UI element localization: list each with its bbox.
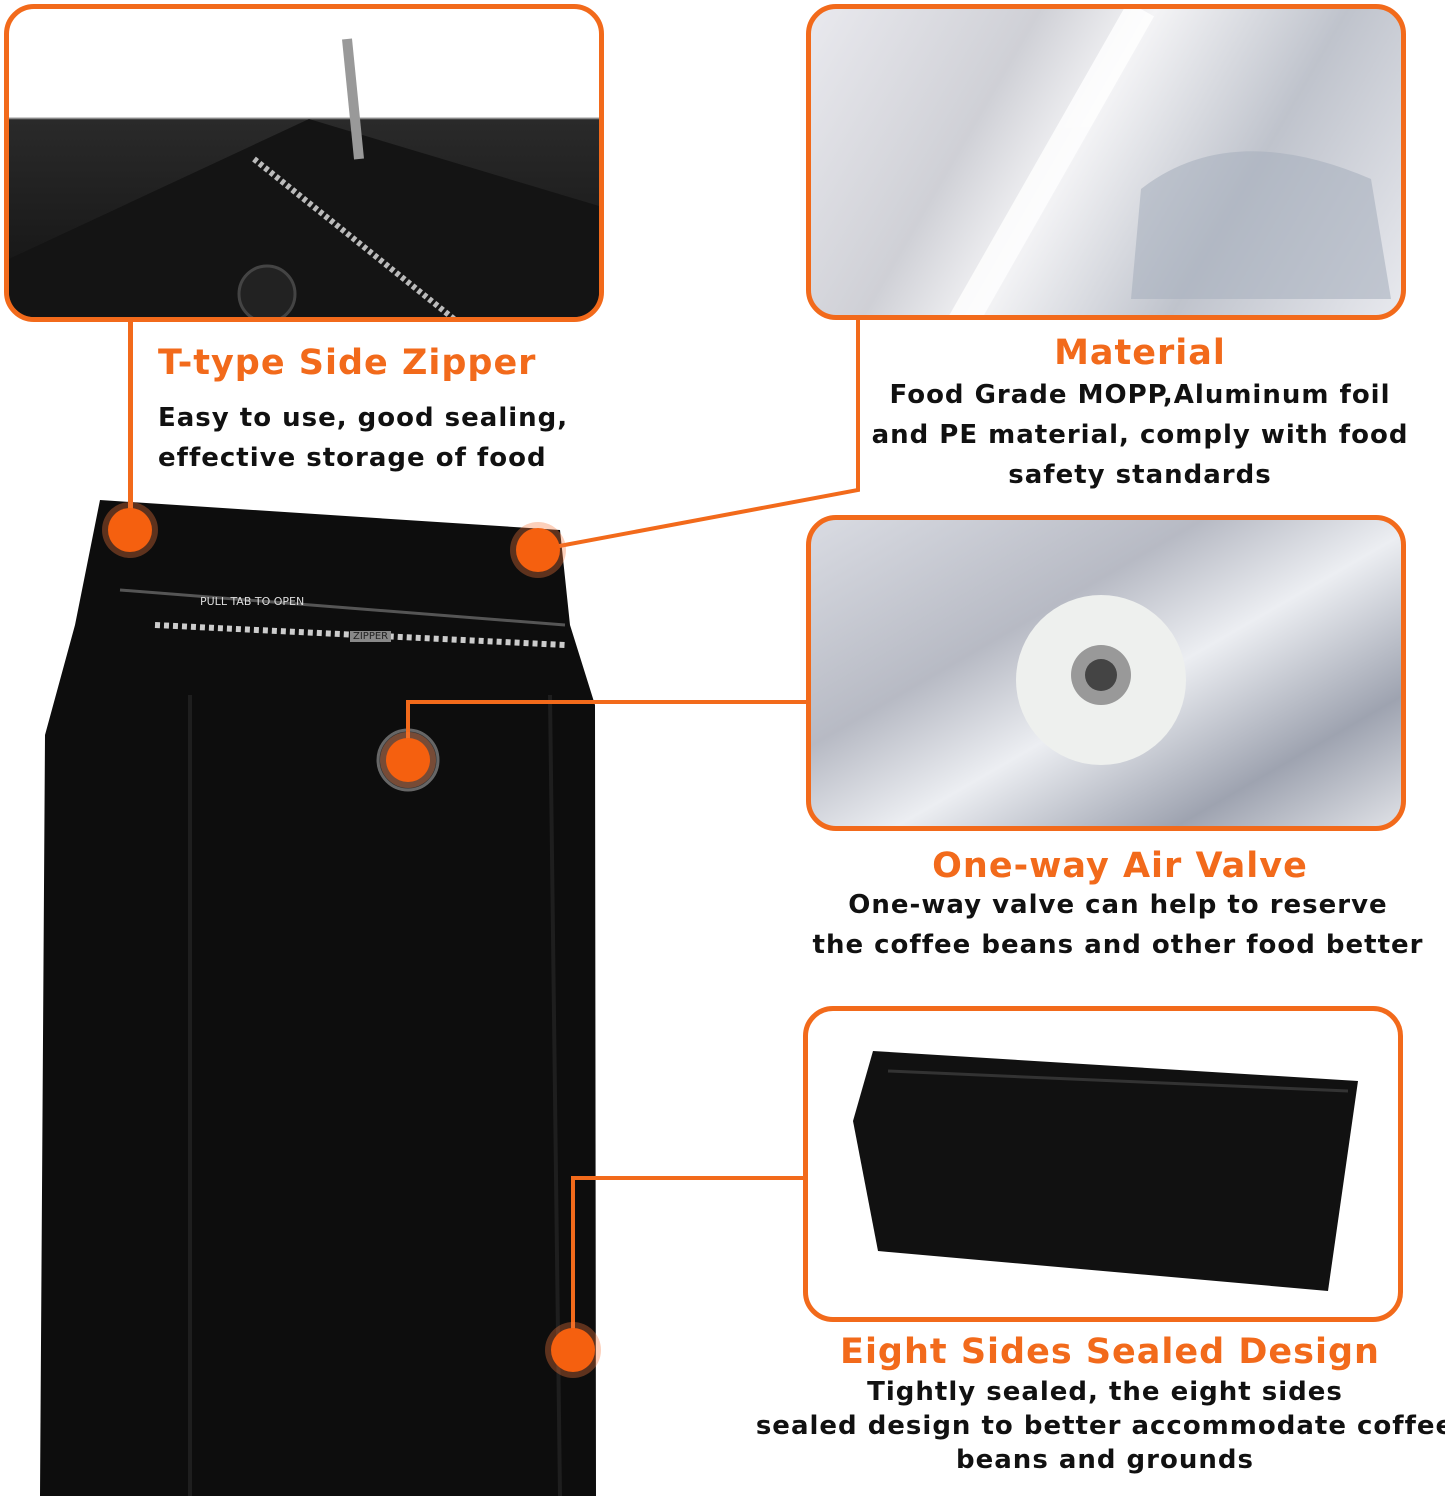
valve-closeup-image bbox=[1016, 595, 1186, 765]
desc-line: beans and grounds bbox=[956, 1445, 1254, 1475]
desc-line: Food Grade MOPP,Aluminum foil bbox=[889, 380, 1391, 410]
feature-description: One-way valve can help to reserve the co… bbox=[813, 885, 1424, 965]
zipper-closeup-image bbox=[9, 38, 599, 317]
desc-line: Tightly sealed, the eight sides bbox=[867, 1377, 1343, 1407]
valve-closeup-panel bbox=[806, 515, 1406, 831]
material-closeup-image bbox=[949, 9, 1391, 315]
callout-dot-valve bbox=[386, 738, 430, 782]
desc-line: and PE material, comply with food bbox=[871, 420, 1409, 450]
callout-dot-seal bbox=[551, 1328, 595, 1372]
zipper-closeup-panel bbox=[4, 4, 604, 322]
feature-title: Eight Sides Sealed Design bbox=[840, 1332, 1380, 1372]
desc-line: effective storage of food bbox=[158, 443, 547, 473]
callout-dot-zipper bbox=[108, 508, 152, 552]
desc-line: Easy to use, good sealing, bbox=[158, 403, 569, 433]
sealed-bottom-panel bbox=[803, 1006, 1403, 1322]
bag-bottom-image bbox=[853, 1051, 1358, 1291]
feature-title: One-way Air Valve bbox=[932, 846, 1308, 886]
feature-description: Easy to use, good sealing, effective sto… bbox=[158, 398, 568, 478]
connector-line bbox=[128, 320, 133, 530]
feature-description: Food Grade MOPP,Aluminum foil and PE mat… bbox=[872, 375, 1409, 495]
zipper-label: ZIPPER bbox=[350, 631, 392, 642]
pull-tab-text: PULL TAB TO OPEN bbox=[200, 595, 305, 608]
desc-line: sealed design to better accommodate coff… bbox=[755, 1411, 1445, 1441]
material-closeup-panel bbox=[806, 4, 1406, 320]
feature-title: T-type Side Zipper bbox=[158, 343, 537, 383]
desc-line: the coffee beans and other food better bbox=[812, 930, 1424, 960]
feature-description: Tightly sealed, the eight sides sealed d… bbox=[756, 1375, 1445, 1477]
callout-dot-material bbox=[516, 528, 560, 572]
desc-line: safety standards bbox=[1008, 460, 1272, 490]
desc-line: One-way valve can help to reserve bbox=[848, 890, 1388, 920]
feature-title: Material bbox=[1054, 333, 1226, 373]
